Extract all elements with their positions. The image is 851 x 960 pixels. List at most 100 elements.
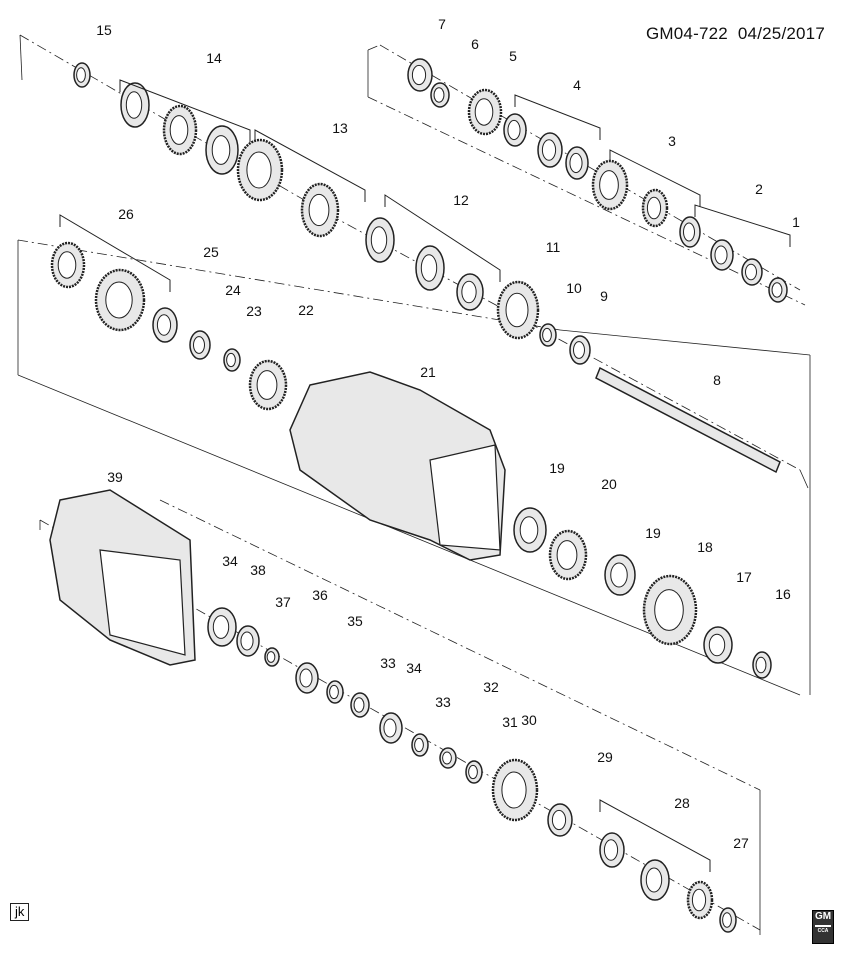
ring-part — [350, 692, 370, 718]
ring-part — [456, 273, 484, 311]
ring-part — [120, 82, 150, 128]
callout-9: 9 — [600, 288, 608, 304]
gear-part — [50, 241, 86, 289]
callout-17: 17 — [736, 569, 752, 585]
gear-part — [300, 182, 340, 238]
ring-part — [741, 258, 763, 286]
ring-part — [768, 277, 788, 303]
callout-37: 37 — [275, 594, 291, 610]
callout-7: 7 — [438, 16, 446, 32]
bracket-line — [119, 79, 251, 142]
bracket-line — [59, 214, 171, 292]
ring-part — [73, 62, 91, 88]
callout-16: 16 — [775, 586, 791, 602]
callout-32: 32 — [483, 679, 499, 695]
mainshaft-part — [595, 366, 781, 474]
gear-part — [236, 138, 284, 202]
callout-30: 30 — [521, 712, 537, 728]
axis-line — [19, 34, 23, 81]
ring-part — [679, 216, 701, 248]
diagram-date: 04/25/2017 — [737, 24, 825, 43]
ring-part — [326, 680, 344, 704]
ring-part — [439, 747, 457, 769]
callout-22: 22 — [298, 302, 314, 318]
gm-logo-text: GM — [814, 911, 832, 922]
bearing-part — [703, 626, 733, 664]
axis-line — [329, 214, 801, 471]
bracket-line — [599, 799, 711, 872]
ring-part — [537, 132, 563, 168]
bearing-part — [569, 335, 591, 365]
bracket-line — [384, 194, 501, 282]
ring-part — [415, 245, 445, 291]
gear-part — [94, 268, 146, 332]
callout-35: 35 — [347, 613, 363, 629]
gear-part — [248, 359, 288, 411]
callout-1: 1 — [792, 214, 800, 230]
bracket-line — [694, 204, 791, 247]
callout-15: 15 — [96, 22, 112, 38]
ring-part — [513, 507, 547, 553]
callout-14: 14 — [206, 50, 222, 66]
ring-part — [264, 647, 280, 667]
axis-line — [559, 329, 811, 356]
ring-part — [719, 907, 737, 933]
gm-logo-sub: CCA — [815, 925, 831, 935]
callout-23: 23 — [246, 303, 262, 319]
axis-line — [367, 44, 381, 51]
gear-part — [491, 758, 539, 822]
callout-2: 2 — [755, 181, 763, 197]
callout-38: 38 — [250, 562, 266, 578]
gear-part — [162, 104, 198, 156]
axis-line — [379, 44, 801, 291]
callout-11: 11 — [546, 239, 561, 255]
author-initials: jk — [10, 903, 30, 921]
callout-29: 29 — [597, 749, 613, 765]
bracket-line — [254, 129, 366, 202]
callout-34: 34 — [406, 660, 422, 676]
callout-26: 26 — [118, 206, 134, 222]
bracket-line — [609, 149, 701, 207]
callout-8: 8 — [713, 372, 721, 388]
callout-33: 33 — [435, 694, 451, 710]
extension-housing-face — [99, 549, 186, 656]
ring-part — [207, 607, 237, 647]
ring-part — [189, 330, 211, 360]
callout-36: 36 — [312, 587, 328, 603]
ring-part — [411, 733, 429, 757]
ring-part — [465, 760, 483, 784]
callout-18: 18 — [697, 539, 713, 555]
callout-4: 4 — [573, 77, 581, 93]
callout-20: 20 — [601, 476, 617, 492]
ring-part — [565, 146, 589, 180]
gear-part — [496, 280, 540, 340]
callout-3: 3 — [668, 133, 676, 149]
bracket-line — [514, 94, 601, 140]
ring-part — [599, 832, 625, 868]
axis-line — [367, 96, 806, 306]
callout-12: 12 — [453, 192, 469, 208]
bellhousing-face — [429, 444, 501, 551]
callout-34: 34 — [222, 553, 238, 569]
gm-logo: GM CCA — [812, 910, 834, 944]
ring-part — [503, 113, 527, 147]
callout-13: 13 — [332, 120, 348, 136]
ring-part — [640, 859, 670, 901]
callout-27: 27 — [733, 835, 749, 851]
axis-line — [159, 499, 761, 791]
ring-part — [152, 307, 178, 343]
axis-line — [799, 469, 809, 489]
gear-part — [591, 159, 629, 211]
callout-31: 31 — [502, 714, 518, 730]
gear-part — [467, 88, 503, 136]
bearing-part — [547, 803, 573, 837]
bearing-part — [604, 554, 636, 596]
ring-part — [752, 651, 772, 679]
bearing-part — [295, 662, 319, 694]
gear-part — [548, 529, 588, 581]
callout-6: 6 — [471, 36, 479, 52]
callout-25: 25 — [203, 244, 219, 260]
callout-39: 39 — [107, 469, 123, 485]
